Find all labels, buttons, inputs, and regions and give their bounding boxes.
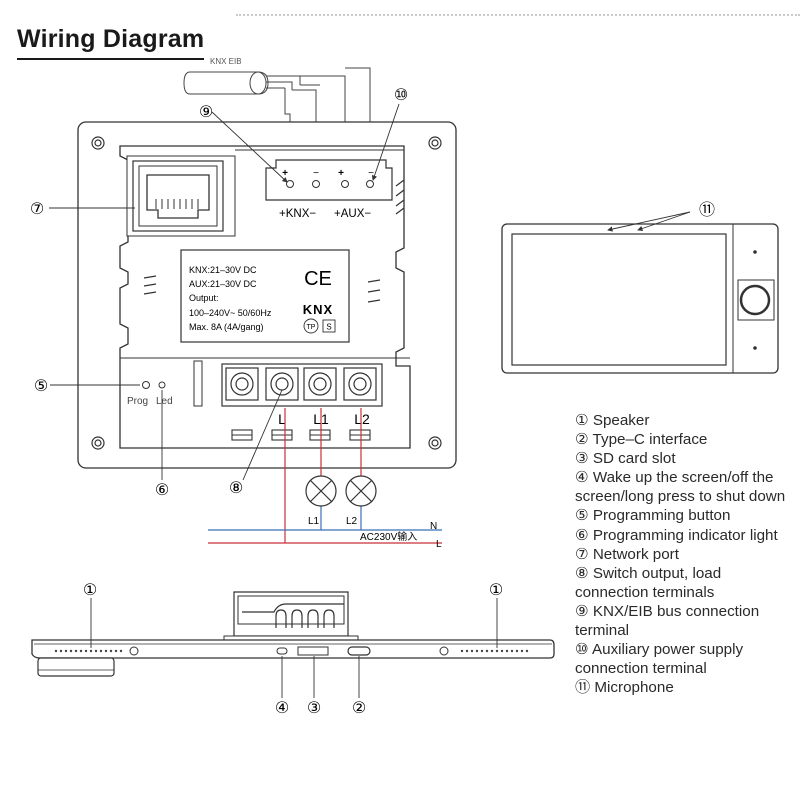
callout-11: ⑪: [699, 201, 715, 219]
legend-item-programming-button: ⑤ Programming button: [575, 507, 731, 525]
legend-item-speaker: ① Speaker: [575, 412, 650, 429]
knx-minus-mark: −: [313, 168, 319, 179]
aux-terminal-label: +AUX−: [334, 208, 371, 220]
callout-10: ⑩: [394, 87, 408, 104]
callout-leaders: [49, 103, 400, 481]
led-label: Led: [156, 396, 173, 407]
legend-item-type-c: ② Type–C interface: [575, 431, 708, 449]
tp-mark: TP: [307, 324, 316, 331]
live-label: L: [436, 539, 442, 550]
legend-item-aux-power: ⑩ Auxiliary power supply connection term…: [575, 641, 744, 678]
microphone-leaders: [607, 211, 691, 232]
callout-9: ⑨: [199, 104, 213, 121]
screw-hole: [91, 136, 442, 450]
legend-item-sd-card: ③ SD card slot: [575, 450, 676, 468]
aux-minus-mark: −: [368, 168, 374, 179]
knx-cable: [183, 71, 346, 178]
callout-6: ⑥: [155, 482, 169, 499]
legend-item-wake-button: ④ Wake up the screen/off the screen/long…: [575, 469, 786, 506]
spec-label: [180, 249, 350, 343]
top-divider: [236, 14, 800, 16]
terminal-l-label: L: [278, 411, 286, 427]
side-clips: [143, 275, 381, 303]
prog-label: Prog: [127, 396, 148, 407]
callout-8: ⑧: [229, 480, 243, 497]
legend-item-switch-output: ⑧ Switch output, load connection termina…: [575, 564, 722, 601]
legend-item-network-port: ⑦ Network port: [575, 545, 679, 563]
speaker-holes-left: [54, 649, 123, 653]
legend-item-microphone: ⑪ Microphone: [575, 679, 674, 697]
speaker-holes-right: [460, 649, 529, 653]
lamp-l2-label: L2: [346, 516, 358, 527]
callout-2: ②: [352, 700, 366, 717]
spec-line-3: Output:: [189, 293, 219, 303]
callout-7: ⑦: [30, 201, 44, 218]
network-port: [132, 160, 224, 232]
programming-led: [158, 381, 166, 389]
side-callout-leaders: [90, 598, 498, 698]
spec-line-2: AUX:21–30V DC: [189, 279, 257, 289]
programming-button: [142, 381, 150, 389]
output-terminal-block: [193, 360, 383, 441]
load-wiring: [208, 408, 442, 544]
cable-label: KNX EIB: [210, 57, 242, 66]
page-title: Wiring Diagram: [17, 22, 205, 60]
callout-5: ⑤: [34, 378, 48, 395]
aux-plus-mark: +: [338, 168, 344, 179]
legend-item-knx-bus: ⑨ KNX/EIB bus connection terminal: [575, 602, 760, 640]
s-mark: S: [326, 323, 331, 332]
lamp-l1-label: L1: [308, 516, 320, 527]
spec-line-1: KNX:21–30V DC: [189, 265, 257, 275]
spec-line-5: Max. 8A (4A/gang): [189, 322, 264, 332]
spec-line-4: 100–240V~ 50/60Hz: [189, 308, 272, 318]
callout-1-left: ①: [83, 582, 97, 599]
legend-item-programming-light: ⑥ Programming indicator light: [575, 526, 778, 544]
terminal-l2-label: L2: [354, 411, 370, 427]
knx-plus-mark: +: [282, 168, 288, 179]
callout-1-right: ①: [489, 582, 503, 599]
lamp-icon: [305, 475, 377, 507]
mains-voltage-label: AC230V输入: [360, 530, 417, 543]
callout-3: ③: [307, 700, 321, 717]
ce-mark: CE: [304, 268, 332, 290]
legend: ① Speaker ② Type–C interface ③ SD card s…: [575, 411, 797, 697]
knx-logo: KNX: [303, 302, 333, 317]
knx-terminal-label: +KNX−: [279, 208, 316, 220]
front-panel: [501, 223, 779, 374]
side-view: [31, 591, 555, 677]
callout-4: ④: [275, 700, 289, 717]
neutral-label: N: [430, 521, 437, 532]
bus-terminal-block: [265, 159, 405, 215]
